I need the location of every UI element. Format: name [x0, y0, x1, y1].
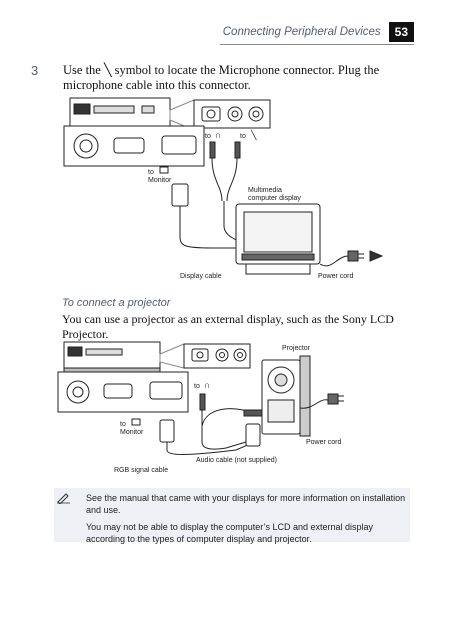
laptop-connector-panel-2	[57, 371, 189, 413]
note-line-2: You may not be able to display the compu…	[86, 522, 374, 544]
label-monitor-2: Monitor	[120, 429, 144, 436]
step-number: 3	[31, 63, 39, 78]
step-instruction: 3 Use the ╲ symbol to locate the Microph…	[31, 63, 421, 93]
figure-projector: to ∩ to Monitor Projector Power cord Aud…	[56, 338, 396, 484]
note-box: See the manual that came with your displ…	[54, 488, 410, 544]
subsection-body: You can use a projector as an external d…	[62, 312, 394, 341]
headphone-icon: ∩	[215, 130, 221, 140]
audio-cable-illustration	[199, 393, 269, 450]
header-title: Connecting Peripheral Devices	[222, 26, 381, 38]
pencil-icon	[57, 493, 70, 504]
page-number: 53	[388, 22, 414, 42]
figure-multimedia-display: to ∩ to ╲ to Monitor Multimedia computer…	[62, 96, 392, 286]
monitor-icon-2	[131, 418, 141, 426]
audio-plugs	[209, 141, 241, 202]
power-cord-illustration	[319, 250, 384, 267]
laptop-connector-panel	[63, 125, 205, 167]
headphone-icon-2: ∩	[204, 380, 210, 390]
laptop-rear-illustration-2	[63, 341, 161, 373]
label-to-headphone: to	[205, 133, 211, 140]
label-to-mic: to	[240, 133, 246, 140]
label-rgb-cable: RGB signal cable	[114, 467, 168, 474]
label-display-cable: Display cable	[180, 273, 222, 280]
label-display-name-1: Multimedia	[248, 187, 282, 194]
multimedia-display-illustration	[235, 203, 321, 275]
projector-illustration	[261, 355, 311, 437]
monitor-icon	[159, 166, 169, 174]
audio-port-panel-2	[159, 343, 251, 369]
label-power-cord: Power cord	[318, 273, 354, 280]
power-cord-illustration-2	[299, 393, 344, 409]
mic-icon: ╲	[250, 129, 257, 141]
subsection-title: To connect a projector	[62, 297, 171, 309]
label-display-name-2: computer display	[248, 195, 301, 202]
label-monitor: Monitor	[148, 177, 172, 184]
note-line-1: See the manual that came with your displ…	[86, 493, 406, 515]
label-to-headphone-2: to	[194, 383, 200, 390]
label-to-monitor: to	[148, 169, 154, 176]
label-projector: Projector	[282, 345, 311, 352]
label-audio-cable: Audio cable (not supplied)	[196, 457, 277, 464]
audio-port-panel	[169, 99, 271, 131]
rgb-cable-illustration	[159, 419, 261, 455]
label-to-monitor-2: to	[120, 421, 126, 428]
header-rule	[220, 44, 414, 45]
display-cable-illustration	[171, 183, 253, 249]
page-header: Connecting Peripheral Devices 53	[223, 22, 414, 42]
step-text: Use the ╲ symbol to locate the Microphon…	[63, 63, 380, 92]
label-power-cord-2: Power cord	[306, 439, 342, 446]
